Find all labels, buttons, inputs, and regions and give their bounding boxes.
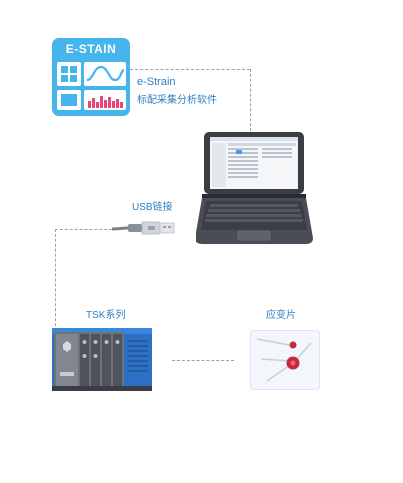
tsk-device bbox=[48, 326, 156, 394]
connector-usb-v bbox=[55, 229, 56, 326]
logo-title: E-STAIN bbox=[65, 42, 117, 56]
logo-bars-icon bbox=[84, 90, 126, 110]
connector-logo-to-laptop-v bbox=[250, 69, 251, 131]
strain-gauge-icon bbox=[256, 338, 312, 382]
laptop-icon bbox=[195, 132, 313, 244]
usb-cable bbox=[111, 210, 182, 240]
software-name: e-Strain bbox=[137, 76, 176, 88]
laptop-illustration bbox=[195, 130, 314, 248]
grid-icon bbox=[61, 66, 77, 82]
bar-chart-icon bbox=[88, 96, 123, 108]
tsk-chassis-icon bbox=[52, 328, 152, 391]
logo-wave-icon bbox=[84, 62, 126, 86]
connector-tsk-to-gauge bbox=[172, 360, 234, 361]
logo-panel-icon bbox=[57, 90, 81, 110]
usb-label: USB链接 bbox=[132, 202, 173, 213]
waveform-icon bbox=[86, 65, 125, 82]
strain-gauge-card bbox=[250, 330, 320, 390]
logo-grid-icon bbox=[57, 62, 81, 86]
software-subtitle: 标配采集分析软件 bbox=[137, 95, 217, 106]
connector-usb-h bbox=[55, 229, 117, 230]
strain-gauge-label: 应变片 bbox=[266, 310, 296, 321]
e-stain-logo: E-STAIN bbox=[52, 38, 130, 116]
connector-logo-to-laptop-h bbox=[130, 69, 250, 70]
usb-plug-icon bbox=[111, 221, 175, 235]
tsk-label: TSK系列 bbox=[86, 310, 126, 321]
